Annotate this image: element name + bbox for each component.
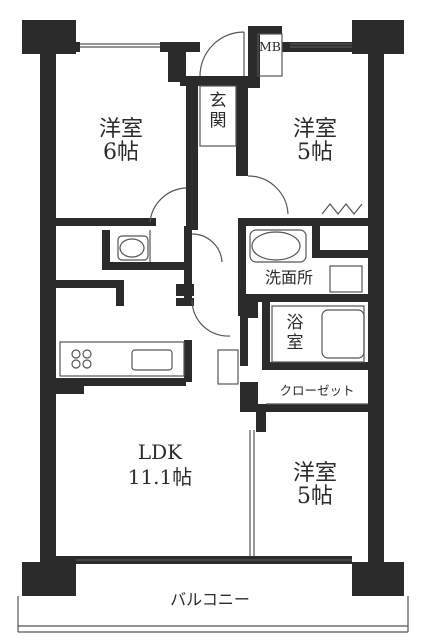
bedroom-nw-label: 洋室 6帖 [84, 118, 158, 164]
bedroom-nw-size: 6帖 [103, 140, 139, 166]
bathroom-label: 浴室 [286, 313, 304, 353]
balcony-label: バルコニー [170, 590, 250, 609]
entrance-label: 玄関 [209, 91, 227, 131]
bedroom-se-name: 洋室 [292, 461, 337, 486]
bedroom-ne-name: 洋室 [292, 117, 337, 142]
ldk-label: LDK 11.1帖 [100, 440, 220, 490]
bedroom-se-label: 洋室 5帖 [278, 462, 352, 508]
bedroom-ne-label: 洋室 5帖 [278, 118, 352, 164]
washroom-label: 洗面所 [264, 268, 313, 287]
bedroom-se-size: 5帖 [297, 484, 333, 510]
ldk-name: LDK [137, 440, 183, 464]
mb-label: MB [259, 39, 281, 54]
bedroom-ne-size: 5帖 [297, 140, 333, 166]
closet-label: クローゼット [279, 383, 355, 398]
details [17, 31, 409, 633]
bedroom-nw-name: 洋室 [98, 117, 143, 142]
ldk-size: 11.1帖 [127, 465, 193, 489]
